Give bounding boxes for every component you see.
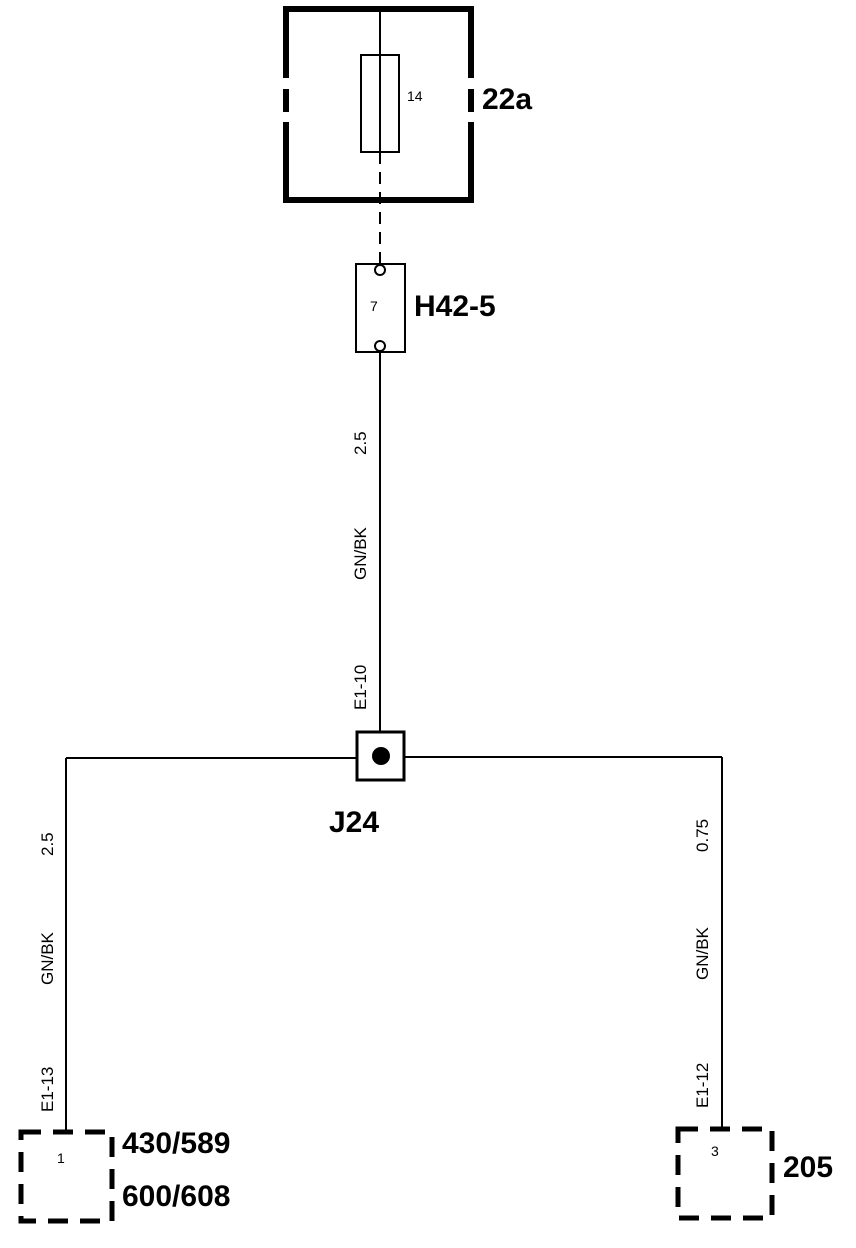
wire-main-size: 2.5 xyxy=(351,431,370,455)
wire-right-color: GN/BK xyxy=(693,926,712,980)
connector-pin-number: 7 xyxy=(370,298,378,314)
component-left-pin: 1 xyxy=(57,1150,65,1166)
fuse-box-label: 22a xyxy=(482,83,532,116)
splice-j24[interactable]: J24 xyxy=(329,730,406,839)
connector-h42-5[interactable]: 7 H42-5 xyxy=(355,263,496,353)
connector-label: H42-5 xyxy=(414,290,496,323)
wire-left-size: 2.5 xyxy=(38,832,57,856)
wire-main-color: GN/BK xyxy=(351,526,370,580)
wire-right-size: 0.75 xyxy=(693,819,712,852)
connector-pin-top xyxy=(374,264,386,276)
splice-dot xyxy=(372,747,390,765)
component-left[interactable]: 1 430/589 600/608 xyxy=(18,1127,230,1224)
component-right-pin: 3 xyxy=(711,1143,719,1159)
connector-pin-bottom xyxy=(374,340,386,352)
component-left-label-1: 430/589 xyxy=(122,1127,230,1160)
fuse-number: 14 xyxy=(407,88,423,104)
wire-left-color: GN/BK xyxy=(38,931,57,985)
wire-left-terminal: E1-13 xyxy=(38,1067,57,1112)
fuse-box-22a[interactable]: 14 22a xyxy=(283,6,532,203)
wire-main-terminal: E1-10 xyxy=(351,665,370,710)
component-right[interactable]: 3 205 xyxy=(675,1126,833,1221)
component-right-label: 205 xyxy=(783,1151,833,1184)
splice-label: J24 xyxy=(329,806,379,839)
wire-right-terminal: E1-12 xyxy=(693,1063,712,1108)
component-left-label-2: 600/608 xyxy=(122,1180,230,1213)
